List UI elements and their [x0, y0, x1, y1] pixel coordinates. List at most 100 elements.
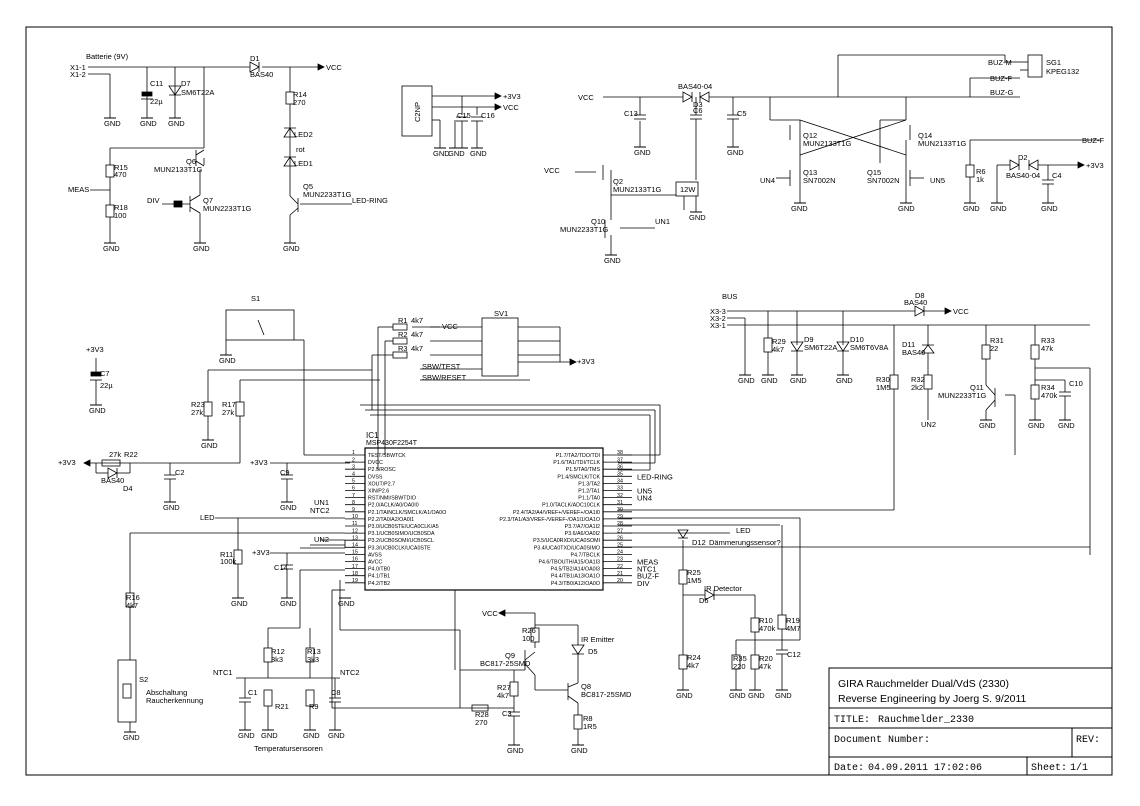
label-div-top: DIV — [147, 196, 160, 205]
label-q12: Q12 — [803, 131, 817, 140]
label-gnd-25: GND — [280, 599, 297, 608]
label-gnd-6: GND — [283, 244, 300, 253]
title-block — [828, 667, 1113, 776]
label-q2-val: MUN2133T1G — [613, 185, 662, 194]
label-3v3-2: +3V3 — [1086, 161, 1104, 170]
ic1-pin-name: XIN/P2.6 — [368, 489, 389, 495]
label-d2: D2 — [1018, 153, 1028, 162]
label-c8: C8 — [331, 688, 341, 697]
label-gnd-41: GND — [676, 691, 693, 700]
label-gnd-33: GND — [571, 746, 588, 755]
label-x3-2: X3-2 — [710, 314, 726, 323]
label-led-ring: LED-RING — [352, 196, 388, 205]
label-gnd-29: GND — [261, 731, 278, 740]
label-q5-val: MUN2233T1G — [303, 190, 352, 199]
label-d11: D11 — [902, 340, 915, 349]
label-r29: R29 — [772, 337, 786, 346]
ic1-pin-number: 33 — [617, 486, 623, 492]
ic1-pin-number: 11 — [352, 521, 358, 527]
label-gnd-24: GND — [231, 599, 248, 608]
ic1-pin-number: 21 — [617, 571, 623, 577]
ic1-net-label: DIV — [637, 579, 650, 588]
label-r33: R33 — [1041, 336, 1055, 345]
label-ir-emitter: IR Emitter — [581, 635, 615, 644]
label-r13-val: 3k3 — [307, 655, 319, 664]
ic1-pin-name: P3.6/A6/OA0I2 — [565, 531, 600, 537]
ic1-pin-name: P3.0/UCB0STE/UCA0CLK/A5 — [368, 524, 439, 530]
label-gnd-14: GND — [963, 204, 980, 213]
ic1-pin-name: P2.5/ROSC — [368, 467, 396, 473]
ic1-part: MSP430F2254T — [366, 440, 418, 447]
ic1-pin-number: 16 — [352, 557, 358, 563]
label-r18: R18 — [114, 203, 128, 212]
ic1-pin-number: 36 — [617, 464, 623, 470]
label-vcc-3: VCC — [578, 93, 594, 102]
ic1-pin-number: 30 — [617, 507, 623, 513]
label-q15: Q15 — [867, 168, 881, 177]
ic1-pin-name: P4.6/TBOUTH/A15/OA1I3 — [538, 560, 600, 566]
label-d10: D10 — [850, 335, 864, 344]
label-gnd-20: GND — [89, 406, 106, 415]
gnd-symbols — [90, 117, 1071, 746]
label-r14: R14 — [293, 90, 307, 99]
label-r6-val: 1k — [976, 175, 984, 184]
ic1-pin-number: 3 — [352, 464, 355, 470]
label-c7-val: 22µ — [100, 381, 113, 390]
label-q12-val: MUN2133T1G — [803, 139, 852, 148]
drawing-frame — [25, 26, 1113, 776]
ic1-pin-name: P1.7/TA2/TDO/TDI — [556, 453, 600, 459]
label-buz-f-net: BUZ-F — [1082, 136, 1104, 145]
ic1-pin-number: 17 — [352, 564, 358, 570]
label-d9-val: SM6T22A — [804, 343, 837, 352]
label-r3: R3 — [398, 344, 408, 353]
label-r21: R21 — [275, 702, 289, 711]
label-r12-val: 3k3 — [271, 655, 283, 664]
label-r28-val: 270 — [475, 718, 488, 727]
label-un1-left: UN1 — [314, 498, 329, 507]
ic1-pin-name: P3.1/UCB0SIMO/UCB0SDA — [368, 531, 435, 537]
label-batterie: Batterie (9V) — [86, 52, 129, 61]
ic1-right-pins: 38P1.7/TA2/TDO/TDI37P1.6/TA1/TDI/TCLK36P… — [499, 450, 673, 588]
ic1-pin-name: P1.0/TACLK/ADC10CLK — [542, 503, 600, 509]
label-gnd-35: GND — [761, 376, 778, 385]
ic1-pin-number: 29 — [617, 514, 623, 520]
label-sbw-test: SBW/TEST — [422, 362, 461, 371]
ic1-pin-name: P2.0/ACLK/A0/OA0I0 — [368, 503, 419, 509]
label-c2np: C2NP — [413, 102, 422, 122]
ic1-pin-name: P1.2/TA1 — [578, 489, 600, 495]
label-r35-val: 220 — [733, 662, 746, 671]
date-value: 04.09.2011 17:02:06 — [868, 763, 982, 774]
ic1-pin-number: 8 — [352, 500, 355, 506]
label-3v3-6: +3V3 — [250, 458, 268, 467]
label-d5: D5 — [588, 647, 598, 656]
label-gnd-18: GND — [604, 256, 621, 265]
label-c7: C7 — [100, 369, 110, 378]
label-un1-top: UN1 — [655, 217, 670, 226]
ic1-net-label: UN5 — [637, 487, 652, 496]
ic1-pin-name: P4.1/TB1 — [368, 574, 390, 580]
label-ntc2-left: NTC2 — [310, 506, 330, 515]
label-r22: R22 — [124, 450, 138, 459]
label-gnd-9: GND — [470, 149, 487, 158]
label-gnd-26: GND — [338, 599, 355, 608]
ic1-pin-number: 1 — [352, 450, 355, 456]
label-d2-val: BAS40-04 — [1006, 171, 1040, 180]
label-r10-val: 470k — [759, 624, 776, 633]
label-d1: D1 — [250, 54, 260, 63]
label-q13-val: SN7002N — [803, 176, 836, 185]
label-sg1: SG1 — [1046, 58, 1061, 67]
ic1-pin-name: DVSS — [368, 474, 383, 480]
label-gnd-19: GND — [219, 356, 236, 365]
label-temperatursensoren: Temperatursensoren — [254, 744, 323, 753]
ic1-ref: IC1 — [366, 431, 379, 440]
label-r26: R26 — [522, 626, 536, 635]
label-q9-val: BC817-25SMD — [480, 659, 531, 668]
label-r25: R25 — [687, 568, 701, 577]
label-r8-val: 1R5 — [583, 722, 597, 731]
label-gnd-37: GND — [836, 376, 853, 385]
label-r9: R9 — [309, 702, 319, 711]
label-buz-f: BUZ-F — [990, 74, 1012, 83]
ic1-pin-number: 10 — [352, 514, 358, 520]
label-s2: S2 — [139, 675, 148, 684]
label-q6-val: MUN2133T1G — [154, 165, 203, 174]
